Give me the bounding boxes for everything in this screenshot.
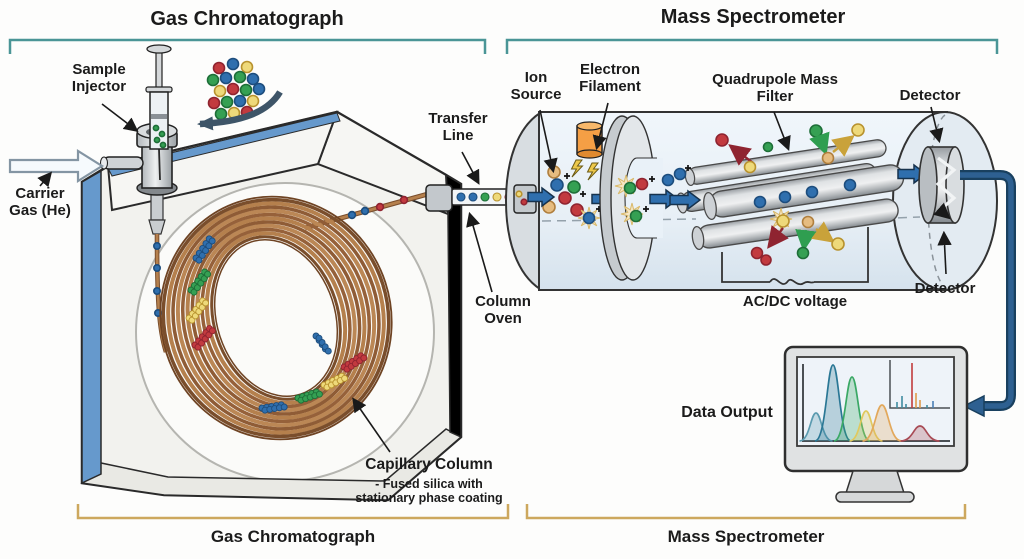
quadrupole-ions	[661, 165, 857, 211]
monitor	[783, 345, 969, 503]
bottom-bracket-ms	[525, 504, 967, 520]
lightning-icon	[586, 162, 600, 181]
deflected-ions	[715, 123, 865, 266]
oven-side-trim	[81, 169, 102, 485]
ionized-molecule	[577, 206, 601, 230]
carrier-gas-port	[102, 156, 144, 170]
bottom-bracket-gc	[76, 504, 510, 520]
transfer-line-tube	[425, 184, 519, 212]
detector-device	[897, 146, 965, 224]
electron-multiplier-zigzag	[935, 156, 957, 212]
signal-cable	[960, 170, 1016, 418]
top-bracket-ms	[505, 38, 999, 54]
oven-floor	[80, 428, 463, 501]
capillary-column-coil	[159, 195, 393, 441]
chromatogram-peaks	[799, 364, 940, 442]
acdc-bracket-squiggle	[769, 278, 815, 286]
acdc-bracket	[721, 227, 869, 283]
top-bracket-gc	[8, 38, 487, 54]
lightning-icon	[570, 159, 584, 178]
separated-compound-bands	[185, 235, 368, 414]
signal-arrowhead	[962, 394, 985, 418]
monitor-base	[835, 491, 915, 503]
mass-spectrum-axes	[889, 360, 950, 409]
ions-through-lens	[614, 174, 655, 226]
carrier-gas-arrow	[8, 149, 105, 183]
sample-molecules	[206, 57, 266, 121]
monitor-stand	[844, 470, 906, 494]
gc-oven	[80, 110, 463, 502]
mass-spectrum-bars	[896, 363, 934, 408]
syringe	[145, 44, 173, 181]
injector-lower	[148, 189, 169, 353]
syringe-needle	[158, 148, 161, 181]
pointer-arrows	[37, 102, 952, 453]
injection-arrow	[197, 90, 283, 131]
